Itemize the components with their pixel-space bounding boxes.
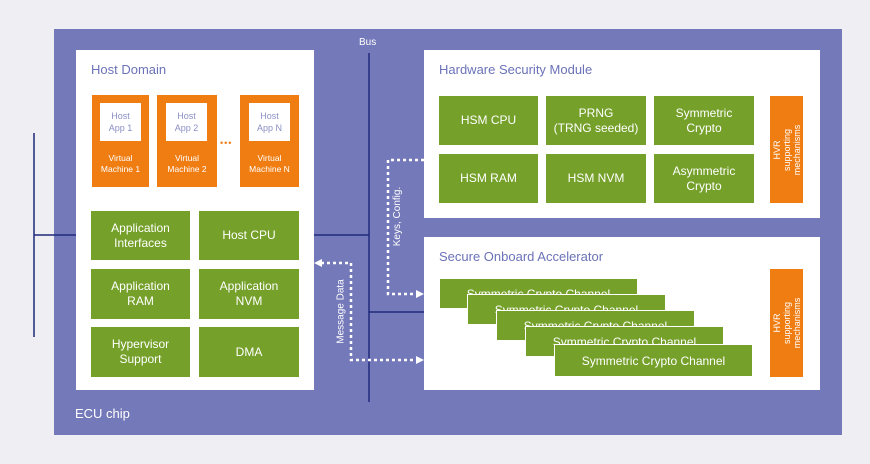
vm-n-label: Virtual Machine N — [249, 153, 290, 174]
prng-block: PRNG (TRNG seeded) — [546, 96, 646, 145]
ecu-chip-label: ECU chip — [75, 406, 130, 421]
vm-ellipsis: ••• — [220, 138, 233, 148]
channel-5-label: Symmetric Crypto Channel — [581, 353, 726, 368]
hsm-ram-block: HSM RAM — [439, 154, 538, 203]
host-app-1: Host App 1 — [100, 103, 141, 141]
message-data-label: Message Data — [335, 279, 347, 344]
hsm-hvr-label: HVR supporting mechanisms — [771, 124, 802, 175]
soa-hvr-mechanisms: HVR supporting mechanisms — [770, 269, 803, 377]
application-interfaces-block: Application Interfaces — [91, 211, 190, 260]
vm-2-label: Virtual Machine 2 — [167, 153, 207, 174]
hsm-hvr-mechanisms: HVR supporting mechanisms — [770, 96, 803, 203]
host-domain-title: Host Domain — [91, 62, 167, 77]
soa-title: Secure Onboard Accelerator — [439, 249, 604, 264]
asymmetric-crypto-block: Asymmetric Crypto — [654, 154, 754, 203]
hsm-cpu-block: HSM CPU — [439, 96, 538, 145]
hypervisor-support-block: Hypervisor Support — [91, 327, 190, 377]
vm-1-label: Virtual Machine 1 — [100, 153, 141, 174]
application-nvm-block: Application NVM — [199, 269, 299, 319]
hsm-nvm-block: HSM NVM — [546, 154, 646, 203]
bus-label: Bus — [359, 37, 377, 48]
application-ram-block: Application RAM — [91, 269, 190, 319]
host-app-2: Host App 2 — [166, 103, 207, 141]
host-app-n: Host App N — [249, 103, 290, 141]
host-cpu-block: Host CPU — [199, 211, 299, 260]
symmetric-crypto-channel-5: Symmetric Crypto Channel — [554, 344, 753, 377]
virtual-machine-1: Host App 1 Virtual Machine 1 — [92, 95, 149, 187]
virtual-machine-2: Host App 2 Virtual Machine 2 — [157, 95, 217, 187]
hsm-title: Hardware Security Module — [439, 62, 593, 77]
dma-block: DMA — [199, 327, 299, 377]
symmetric-crypto-block: Symmetric Crypto — [654, 96, 754, 145]
soa-hvr-label: HVR supporting mechanisms — [771, 297, 802, 349]
virtual-machine-n: Host App N Virtual Machine N — [240, 95, 299, 187]
keys-config-label: Keys, Config. — [392, 186, 404, 247]
